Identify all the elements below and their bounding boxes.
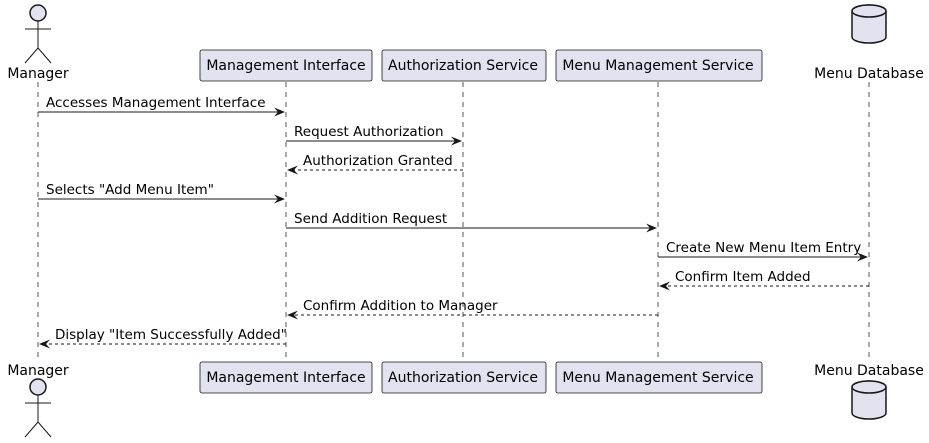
message-arrow: Display "Item Successfully Added" <box>39 327 287 349</box>
message-label: Confirm Addition to Manager <box>303 298 498 314</box>
message-label: Display "Item Successfully Added" <box>55 327 287 343</box>
message-label: Confirm Item Added <box>675 269 811 285</box>
arrowhead <box>659 281 670 291</box>
arrowhead <box>287 165 298 175</box>
participant-label-menusvc-bottom: Menu Management Service <box>562 370 753 386</box>
database-icon <box>851 380 887 420</box>
message-label: Selects "Add Menu Item" <box>46 182 214 198</box>
participant-label-auth-bottom: Authorization Service <box>388 370 538 386</box>
actor-icon <box>24 378 52 438</box>
message-arrow: Confirm Addition to Manager <box>287 298 658 320</box>
participant-label-menusvc-top: Menu Management Service <box>562 58 753 74</box>
participant-label-mgmt-bottom: Management Interface <box>206 370 365 386</box>
message-arrow: Authorization Granted <box>287 153 463 175</box>
participant-box-mgmt-top: Management Interface <box>199 49 373 82</box>
message-arrow: Create New Menu Item Entry <box>658 240 868 262</box>
participant-label-menudb-top: Menu Database <box>814 66 924 82</box>
message-label: Request Authorization <box>294 124 444 140</box>
arrowhead <box>39 339 50 349</box>
message-label: Authorization Granted <box>303 153 453 169</box>
message-label: Accesses Management Interface <box>46 95 266 111</box>
arrowhead <box>287 310 298 320</box>
actor-icon <box>24 4 52 64</box>
message-arrow: Send Addition Request <box>286 211 657 233</box>
arrowhead <box>857 252 868 262</box>
participant-label-manager-bottom: Manager <box>7 363 69 379</box>
participant-label-mgmt-top: Management Interface <box>206 58 365 74</box>
participant-label-manager-top: Manager <box>7 66 69 82</box>
arrowhead <box>451 136 462 146</box>
participant-box-mgmt-bottom: Management Interface <box>199 361 373 394</box>
message-arrow: Confirm Item Added <box>659 269 869 291</box>
participant-box-menusvc-bottom: Menu Management Service <box>555 361 763 394</box>
participant-box-auth-top: Authorization Service <box>381 49 547 82</box>
message-label: Create New Menu Item Entry <box>666 240 861 256</box>
message-arrow: Request Authorization <box>286 124 462 146</box>
database-icon <box>851 4 887 44</box>
message-arrow: Selects "Add Menu Item" <box>38 182 285 204</box>
participant-label-auth-top: Authorization Service <box>388 58 538 74</box>
arrowhead <box>274 107 285 117</box>
arrowhead <box>274 194 285 204</box>
arrowhead <box>646 223 657 233</box>
participant-label-menudb-bottom: Menu Database <box>814 363 924 379</box>
participant-box-menusvc-top: Menu Management Service <box>555 49 763 82</box>
message-label: Send Addition Request <box>294 211 447 227</box>
participant-box-auth-bottom: Authorization Service <box>381 361 547 394</box>
message-arrow: Accesses Management Interface <box>38 95 285 117</box>
